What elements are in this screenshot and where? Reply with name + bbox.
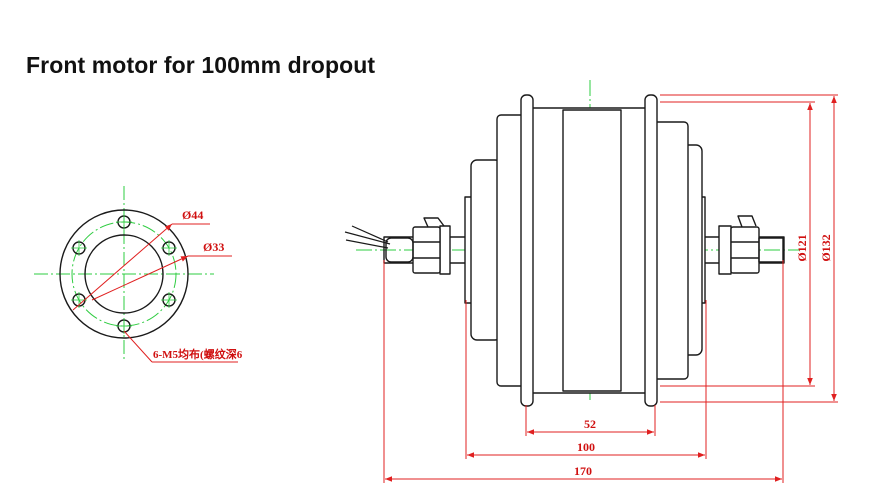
left-cable-exit	[385, 237, 414, 263]
motor-side-view	[344, 80, 800, 407]
dim-100-label: 100	[577, 440, 595, 454]
dia44-label: Ø44	[182, 208, 203, 222]
hole-note-label: 6-M5均布(螺纹深6	[153, 347, 243, 361]
dim-52-label: 52	[584, 417, 596, 431]
right-washer	[718, 225, 732, 275]
right-axle-end	[758, 237, 784, 263]
hub-shell	[524, 107, 656, 394]
flange-view: Ø44 Ø33 6-M5均布(螺纹深6	[34, 186, 243, 363]
dimension-lines	[383, 94, 838, 483]
left-washer	[439, 225, 451, 275]
right-torque-washer	[737, 215, 757, 228]
dia44-leader	[72, 223, 173, 311]
left-nut	[412, 226, 441, 274]
left-spoke-flange	[520, 94, 534, 407]
dim-170-label: 170	[574, 464, 592, 478]
page-title: Front motor for 100mm dropout	[26, 52, 376, 78]
dim-121-label: Ø121	[795, 234, 809, 261]
dia33-label: Ø33	[203, 240, 224, 254]
right-nut	[730, 226, 760, 274]
motor-cable	[344, 225, 391, 249]
dim-132-label: Ø132	[819, 234, 833, 261]
left-torque-washer	[423, 217, 445, 228]
hub-center-band	[562, 109, 622, 392]
hole-note-leader	[123, 330, 153, 363]
right-spoke-flange	[644, 94, 658, 407]
flange-outer-circle	[59, 209, 189, 339]
dia33-leader	[91, 255, 189, 301]
flange-bore-circle	[84, 234, 164, 314]
